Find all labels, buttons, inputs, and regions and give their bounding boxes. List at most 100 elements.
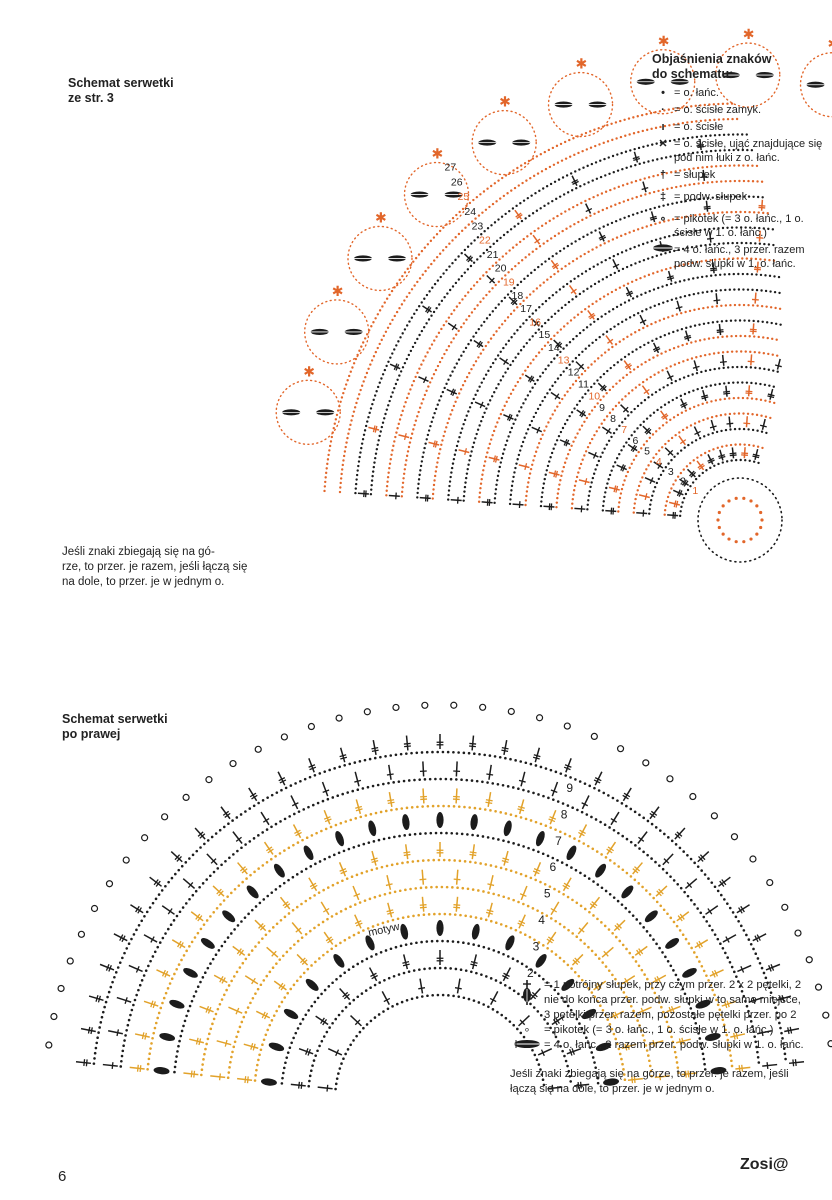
- chain-dot: [559, 830, 562, 833]
- chain-dot: [346, 437, 348, 439]
- chain-dot: [177, 869, 180, 872]
- chain-dot: [248, 840, 251, 843]
- chain-dot: [658, 864, 661, 867]
- chain-dot: [535, 764, 538, 767]
- chain-dot: [131, 1009, 134, 1012]
- chain-dot: [317, 997, 320, 1000]
- chain-dot: [591, 950, 594, 953]
- chain-dot: [708, 337, 710, 339]
- chain-dot: [457, 255, 459, 257]
- chain-dot: [483, 412, 485, 414]
- chain-dot: [565, 228, 567, 230]
- chain-dot: [365, 425, 367, 427]
- stitch: [551, 902, 559, 915]
- chain-dot: [636, 196, 638, 198]
- chain-dot: [694, 324, 696, 326]
- chain-dot: [540, 766, 543, 769]
- chain-dot: [691, 441, 693, 443]
- chain-dot: [473, 752, 476, 755]
- chain-dot: [358, 456, 360, 458]
- chain-dot: [479, 278, 481, 280]
- stitch: [237, 1079, 252, 1081]
- chain-dot: [608, 310, 610, 312]
- chain-dot: [440, 444, 442, 446]
- chain-dot: [427, 859, 430, 862]
- chain-dot: [581, 219, 583, 221]
- chain-dot: [496, 240, 498, 242]
- chain-dot: [494, 755, 497, 758]
- chain-dot: [488, 947, 491, 950]
- chain-dot: [458, 392, 460, 394]
- chain-dot: [481, 474, 483, 476]
- chain-dot: [523, 199, 525, 201]
- chain-dot: [93, 1057, 96, 1060]
- center-ring-inner-dot: [749, 499, 752, 502]
- chain-dot: [377, 313, 379, 315]
- chain-dot: [570, 866, 573, 869]
- chain-dot: [769, 275, 771, 277]
- chain-dot: [332, 884, 335, 887]
- chain-dot: [688, 278, 690, 280]
- chain-dot: [497, 838, 500, 841]
- chain-dot: [500, 923, 503, 926]
- chain-dot: [290, 784, 293, 787]
- chain-dot: [652, 938, 655, 941]
- chain-dot: [608, 173, 610, 175]
- chain-dot: [527, 394, 529, 396]
- chain-dot: [506, 231, 508, 233]
- chain-dot: [340, 473, 342, 475]
- chain-dot: [714, 274, 716, 276]
- chain-dot: [121, 1055, 124, 1058]
- chain-dot: [582, 329, 584, 331]
- chain-dot: [328, 769, 331, 772]
- stitch: [746, 416, 747, 427]
- chain-dot: [641, 114, 643, 116]
- chain-dot: [514, 418, 516, 420]
- chain-dot: [450, 471, 452, 473]
- stitch: [674, 501, 676, 508]
- chain-dot: [371, 475, 373, 477]
- chain-dot: [547, 364, 549, 366]
- row-number: 7: [621, 424, 627, 436]
- chain-dot: [175, 968, 178, 971]
- chain-dot: [531, 420, 533, 422]
- chain-dot: [364, 899, 367, 902]
- chain-dot: [221, 998, 224, 1001]
- chain-dot: [402, 477, 404, 479]
- chain-dot: [665, 505, 667, 507]
- row-number: 10: [588, 390, 600, 402]
- chain-dot: [487, 447, 489, 449]
- triple-stitch-body: [470, 814, 479, 831]
- chain-dot: [717, 447, 719, 449]
- chain-dot: [217, 1008, 220, 1011]
- chain-dot: [265, 975, 268, 978]
- chain-dot: [326, 467, 328, 469]
- chain-dot: [236, 971, 239, 974]
- chain-dot: [161, 889, 164, 892]
- chain-dot: [632, 297, 634, 299]
- chain-dot: [671, 437, 673, 439]
- chain-dot: [656, 354, 658, 356]
- chain-dot: [710, 274, 712, 276]
- chain-dot: [679, 296, 681, 298]
- chain-dot: [237, 924, 240, 927]
- chain-dot: [207, 1038, 210, 1041]
- chain-dot: [200, 928, 203, 931]
- chain-dot: [729, 907, 732, 910]
- chain-dot: [504, 757, 507, 760]
- chain-dot: [337, 409, 339, 411]
- chain-dot: [696, 372, 698, 374]
- chain-dot: [354, 492, 356, 494]
- stitch: [225, 1040, 227, 1047]
- chain-dot: [572, 383, 574, 385]
- chain-dot: [384, 893, 387, 896]
- chain-dot: [662, 301, 664, 303]
- chain-dot: [656, 901, 659, 904]
- chain-dot: [560, 431, 562, 433]
- chain-dot: [505, 812, 508, 815]
- chain-dot: [738, 288, 740, 290]
- chain-dot: [551, 452, 553, 454]
- chain-dot: [622, 338, 624, 340]
- chain-dot: [698, 420, 700, 422]
- chain-dot: [539, 284, 541, 286]
